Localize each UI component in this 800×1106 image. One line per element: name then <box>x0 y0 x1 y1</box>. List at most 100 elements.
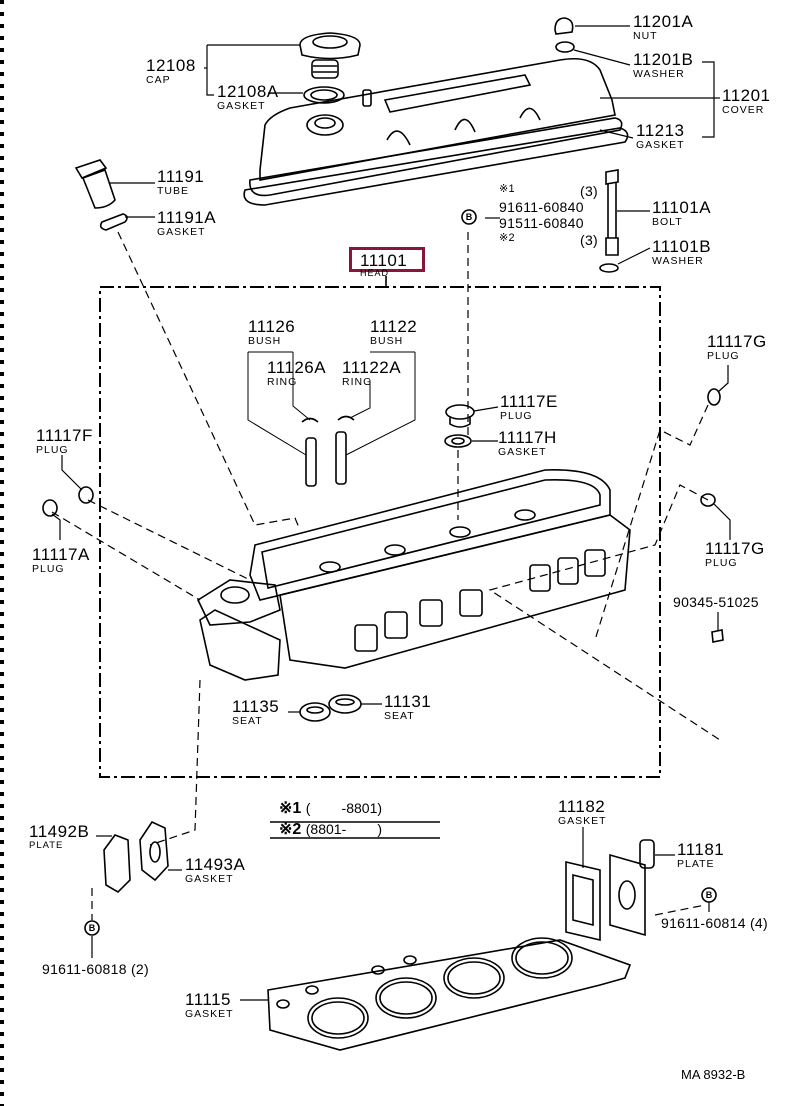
plug-g-upper-illustration[interactable] <box>707 388 721 406</box>
bolt-marker-icon <box>84 209 717 936</box>
note-mark: ※2 <box>279 821 302 838</box>
head-bolt-illustration[interactable] <box>605 169 619 256</box>
part-label-11126[interactable]: 11126 BUSH <box>248 318 295 347</box>
part-number: 11117G <box>707 332 767 351</box>
cover-washer-illustration[interactable] <box>555 41 575 53</box>
plate-11492b-illustration[interactable] <box>103 834 131 894</box>
part-number: 11117H <box>498 428 557 447</box>
dashed-leaders <box>51 231 721 920</box>
note-range: ( -8801) <box>305 800 383 816</box>
part-name: PLATE <box>677 858 715 870</box>
part-name: GASKET <box>185 873 234 885</box>
part-number: 11126 <box>248 317 296 336</box>
part-label-11201a[interactable]: 11201A NUT <box>633 13 693 42</box>
part-number: 12108A <box>217 82 279 101</box>
part-name: GASKET <box>217 100 266 112</box>
part-number: 11117E <box>500 392 558 411</box>
part-label-11201[interactable]: 11201 COVER <box>722 87 771 116</box>
part-name: PLUG <box>705 557 738 569</box>
valve-seat-11135-illustration[interactable] <box>299 702 331 722</box>
valve-cover-illustration[interactable] <box>243 57 629 206</box>
valve-seat-11131-illustration[interactable] <box>328 694 362 714</box>
cap-gasket-illustration[interactable] <box>303 86 345 104</box>
part-name: RING <box>342 376 373 388</box>
bolt-part-91611-60840[interactable]: 91611-60840 <box>499 199 584 215</box>
part-name: PLUG <box>707 350 740 362</box>
part-label-11182[interactable]: 11182 GASKET <box>558 798 607 827</box>
part-label-11131[interactable]: 11131 SEAT <box>384 693 431 722</box>
gasket-11493a-illustration[interactable] <box>139 820 169 882</box>
part-label-12108a[interactable]: 12108A GASKET <box>217 83 279 112</box>
part-number: 11182 <box>558 797 606 816</box>
part-label-11492b[interactable]: 11492B PLATE <box>29 823 89 851</box>
tube-illustration[interactable] <box>74 159 116 209</box>
plug-90345-illustration[interactable] <box>711 629 724 643</box>
part-label-11135[interactable]: 11135 SEAT <box>232 698 279 727</box>
highlighted-part-box[interactable] <box>349 247 425 272</box>
part-label-11122[interactable]: 11122 BUSH <box>370 318 417 347</box>
note-range: (8801- ) <box>305 821 383 837</box>
part-name: WASHER <box>652 255 704 267</box>
part-label-11117e[interactable]: 11117E PLUG <box>500 393 558 422</box>
head-gasket-illustration[interactable] <box>267 937 632 1051</box>
oil-cap-illustration[interactable] <box>299 32 361 79</box>
part-label-11126a[interactable]: 11126A RING <box>267 359 326 388</box>
plug-e-illustration[interactable] <box>445 404 475 428</box>
gasket-11182-illustration[interactable] <box>565 860 601 942</box>
part-ref-91611-60814[interactable]: 91611-60814 (4) <box>661 915 768 931</box>
part-number: 11201 <box>722 86 771 105</box>
part-ref-91611-60818[interactable]: 91611-60818 (2) <box>42 961 149 977</box>
part-label-11213[interactable]: 11213 GASKET <box>636 122 685 151</box>
part-number: 11101B <box>652 237 712 256</box>
part-label-11117g-lower[interactable]: 11117G PLUG <box>705 540 765 569</box>
part-label-11493a[interactable]: 11493A GASKET <box>185 856 245 885</box>
perforated-edge <box>0 0 4 1106</box>
part-name: WASHER <box>633 68 685 80</box>
part-name: GASKET <box>185 1008 234 1020</box>
part-number: 11135 <box>232 697 280 716</box>
bolt-marker-glyph: B <box>706 890 713 900</box>
figure-id: MA 8932-B <box>681 1067 746 1082</box>
part-name: PLUG <box>32 563 65 575</box>
part-number: 11191 <box>157 167 205 186</box>
part-number: 11122A <box>342 358 402 377</box>
part-number: 11492B <box>29 822 90 841</box>
part-label-11122a[interactable]: 11122A RING <box>342 359 401 388</box>
part-label-11101a[interactable]: 11101A BOLT <box>652 199 711 228</box>
head-washer-illustration[interactable] <box>599 263 619 273</box>
part-label-11117h[interactable]: 11117H GASKET <box>498 429 557 458</box>
cylinder-head-illustration[interactable] <box>196 469 631 681</box>
part-label-11201b[interactable]: 11201B WASHER <box>633 51 693 80</box>
plug-gasket-h-illustration[interactable] <box>444 434 472 448</box>
cover-nut-illustration[interactable] <box>554 17 574 35</box>
bolt-mark-1: ※1 <box>499 183 515 195</box>
part-number: 12108 <box>146 56 196 75</box>
part-label-11117a[interactable]: 11117A PLUG <box>32 546 90 575</box>
part-label-11101[interactable]: 11101 HEAD <box>360 252 407 278</box>
part-label-11117g-upper[interactable]: 11117G PLUG <box>707 333 767 362</box>
tube-gasket-illustration[interactable] <box>99 213 128 231</box>
plug-f-illustration[interactable] <box>78 486 94 504</box>
plate-11181-illustration[interactable] <box>609 839 655 937</box>
part-label-11115[interactable]: 11115 GASKET <box>185 991 234 1020</box>
plug-g-lower-illustration[interactable] <box>700 493 716 507</box>
part-label-11101b[interactable]: 11101B WASHER <box>652 238 711 267</box>
part-name: RING <box>267 376 298 388</box>
part-name: PLUG <box>36 444 69 456</box>
plug-a-illustration[interactable] <box>42 499 58 517</box>
part-ref-90345-51025[interactable]: 90345-51025 <box>673 594 759 610</box>
part-number: 11117F <box>36 426 93 445</box>
part-number: 11201A <box>633 12 694 31</box>
bolt-part-91511-60840[interactable]: 91511-60840 <box>499 215 584 231</box>
part-number: 11101A <box>652 198 712 217</box>
snap-rings-illustration[interactable] <box>301 415 355 423</box>
part-label-11191a[interactable]: 11191A GASKET <box>157 209 216 238</box>
part-label-11191[interactable]: 11191 TUBE <box>157 168 204 197</box>
part-number: 11493A <box>185 855 246 874</box>
valve-guide-bushes-illustration[interactable] <box>305 431 347 487</box>
part-label-11117f[interactable]: 11117F PLUG <box>36 427 93 456</box>
part-name: GASKET <box>636 139 685 151</box>
part-label-11181[interactable]: 11181 PLATE <box>677 841 724 870</box>
part-label-12108[interactable]: 12108 CAP <box>146 57 196 86</box>
part-name: PLATE <box>29 840 64 851</box>
